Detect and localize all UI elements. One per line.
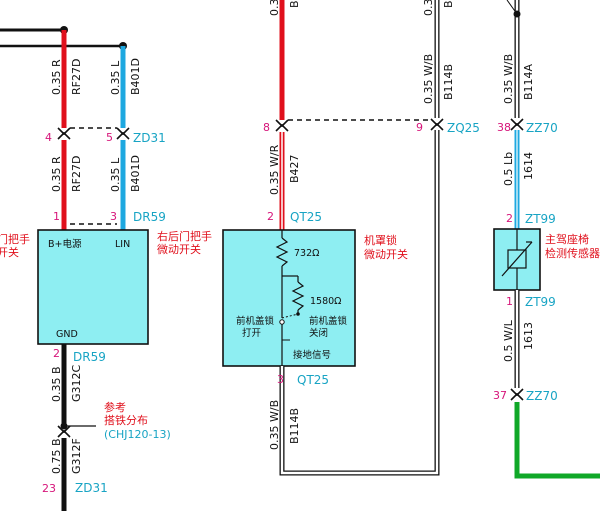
- wire-rf27d: [57, 30, 71, 235]
- wire-spec: 0.75 B: [50, 438, 63, 474]
- connector-id: ZZ70: [526, 389, 558, 403]
- resistor-label: 1580Ω: [310, 296, 341, 307]
- pin-label-lin: LIN: [115, 239, 130, 250]
- wire-code: B114B: [442, 64, 455, 100]
- state-label-open: 打开: [242, 327, 262, 339]
- pin-number: 4: [45, 131, 52, 144]
- wire-code: G312F: [70, 438, 83, 474]
- pin-number: 2: [267, 210, 274, 223]
- wire-b114a: [510, 0, 524, 231]
- wire-code: RF27D: [70, 59, 83, 95]
- wire-spec: 0.35 W/B: [502, 54, 515, 104]
- connector-id: ZQ25: [447, 121, 480, 135]
- connector-id: QT25: [290, 210, 322, 224]
- pin-number: 2: [53, 347, 60, 360]
- wire-spec: 0.35: [268, 0, 281, 16]
- resistor-1580: [291, 281, 305, 311]
- pin-number: 1: [506, 295, 513, 308]
- connector-id: QT25: [297, 373, 329, 387]
- wire-code: 1613: [522, 322, 535, 350]
- connector-id: ZT99: [525, 295, 556, 309]
- pin-number: 1: [53, 210, 60, 223]
- wire-spec: 0.35 R: [50, 156, 63, 192]
- wire-b114b: [279, 0, 444, 476]
- pin-number: 37: [493, 389, 507, 402]
- wire-ground-left: [57, 344, 96, 511]
- component-name: 门把手: [0, 232, 30, 246]
- component-name: 开关: [0, 245, 19, 259]
- state-label-closed: 前机盖锁: [309, 315, 348, 327]
- wire-spec: 0.35 B: [50, 366, 63, 402]
- pin-label-b-power: B+电源: [48, 238, 82, 250]
- wire-spec: 0.35 W/B: [268, 400, 281, 450]
- pin-number: 2: [506, 212, 513, 225]
- wire-spec: 0.35 W/R: [268, 144, 281, 195]
- resistor-label: 732Ω: [294, 248, 319, 259]
- wire-1613: [510, 290, 524, 401]
- wire-spec: 0.35 W/B: [422, 54, 435, 104]
- reference-note[interactable]: 搭铁分布: [104, 414, 148, 427]
- state-label-open: 前机盖锁: [236, 315, 275, 327]
- wire-green: [514, 402, 600, 479]
- wire-spec: 0.35: [422, 0, 435, 16]
- wire-code: RF27D: [70, 156, 83, 192]
- splice-dot: [60, 422, 68, 430]
- wire-code: 1614: [522, 152, 535, 180]
- component-name: 主驾座椅: [545, 232, 589, 246]
- wire-spec: 0.35 L: [109, 60, 122, 95]
- wire-spec: 0.35 R: [50, 59, 63, 95]
- connector-id: ZT99: [525, 212, 556, 226]
- component-name: 机罩锁: [364, 233, 397, 247]
- wire-spec: 0.35 L: [109, 157, 122, 192]
- component-name: 微动开关: [364, 247, 408, 261]
- wire-code: B: [288, 0, 301, 8]
- pin-number: 3: [110, 210, 117, 223]
- wire-code: B114A: [522, 63, 535, 100]
- seat-sensor: [493, 228, 541, 291]
- wire-b401d: [116, 46, 130, 235]
- connector-id: ZD31: [133, 131, 166, 145]
- pin-number: 9: [416, 121, 423, 134]
- pin-label-gnd: GND: [56, 329, 78, 340]
- connector-id: ZZ70: [526, 121, 558, 135]
- pin-number: 8: [263, 121, 270, 134]
- resistor-732: [275, 237, 289, 267]
- reference-note: 参考: [104, 400, 126, 414]
- reference-link[interactable]: (CHJ120-13): [104, 428, 171, 441]
- connector-id: ZD31: [75, 481, 108, 495]
- rear-door-switch-module: B+电源 LIN GND: [37, 229, 149, 345]
- state-label-closed: 关闭: [309, 327, 328, 339]
- wire-code: B427: [288, 154, 301, 183]
- wire-code: B114B: [288, 408, 301, 444]
- pin-number: 23: [42, 482, 56, 495]
- component-name: 检测传感器: [545, 246, 600, 260]
- splice-dot: [513, 10, 521, 18]
- wire-spec: 0.5 W/L: [502, 319, 515, 362]
- wire-code: B: [442, 0, 455, 8]
- wire-code: B401D: [129, 155, 142, 192]
- component-name: 右后门把手: [157, 229, 212, 243]
- connector-id: DR59: [73, 350, 106, 364]
- wire-spec: 0.5 Lb: [502, 152, 515, 186]
- wire-code: G312C: [70, 364, 83, 402]
- pin-number: 38: [497, 121, 511, 134]
- component-name: 微动开关: [157, 242, 201, 256]
- pin-number: 5: [106, 131, 113, 144]
- connector-id: DR59: [133, 210, 166, 224]
- wire-code: B401D: [129, 58, 142, 95]
- ground-signal-label: 接地信号: [293, 349, 331, 361]
- pin-number: 3: [277, 373, 284, 386]
- hood-lock-switch: 732Ω 1580Ω 前机盖锁 打开 前机盖锁 关闭 接地信号: [222, 229, 356, 367]
- wire-b427: [275, 0, 289, 231]
